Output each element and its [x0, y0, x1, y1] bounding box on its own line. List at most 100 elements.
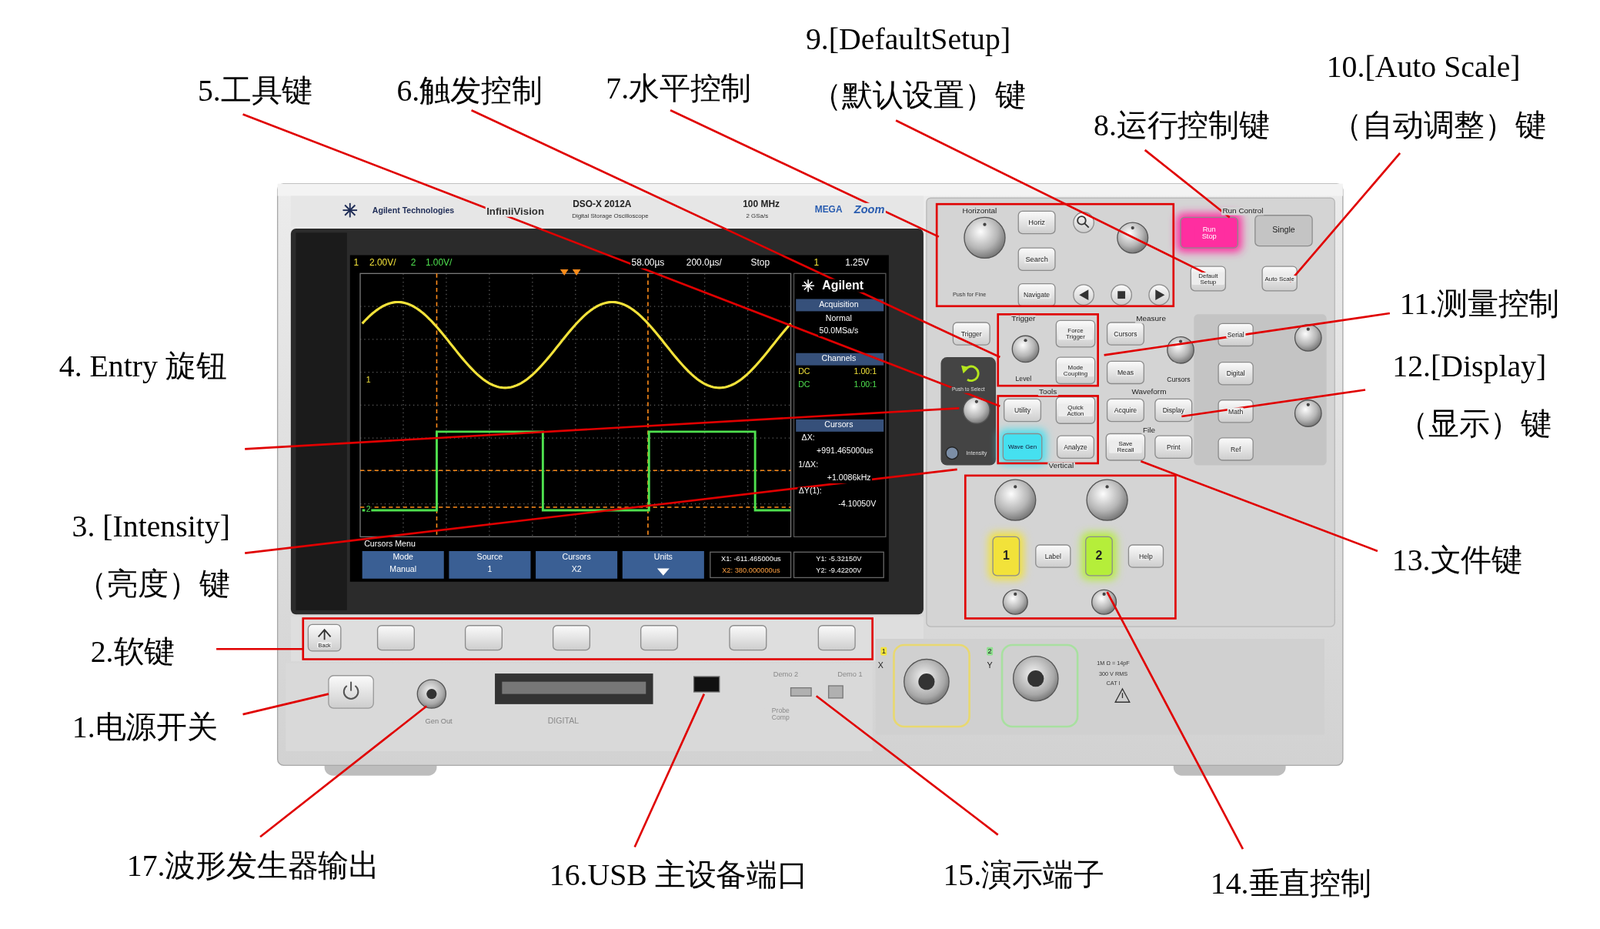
- push-button: [1218, 437, 1253, 461]
- rotary-knob: [1105, 484, 1109, 488]
- leader-line: [244, 469, 957, 554]
- push-button: [1004, 398, 1042, 421]
- button-legend: 1: [1002, 549, 1012, 563]
- button-legend: Analyze: [1062, 443, 1089, 451]
- button-legend: Quick Action: [1058, 404, 1093, 417]
- screen-readout: ΔX:: [800, 434, 816, 444]
- callout-label: 6.触发控制: [394, 73, 545, 107]
- callout-label: 1.电源开关: [70, 709, 220, 744]
- bnc-connector: [417, 679, 446, 709]
- screen-readout: X2: [570, 565, 583, 575]
- push-button: [1073, 212, 1095, 234]
- callout-box: [998, 313, 1099, 386]
- brand-text: MEGA: [813, 205, 843, 216]
- instrument-body: [277, 183, 1343, 776]
- push-button: [1107, 360, 1145, 384]
- rotary-knob: [1086, 479, 1128, 521]
- rotary-knob: [1306, 403, 1310, 407]
- panel-legend: Vertical: [1047, 461, 1075, 471]
- agilent-star: [801, 279, 815, 292]
- push-button: [1105, 434, 1145, 461]
- brand-text: Agilent Technologies: [370, 207, 455, 217]
- leader-line: [816, 695, 999, 835]
- leader-line: [1104, 313, 1390, 355]
- button-icon: [1118, 291, 1125, 298]
- leader-line: [1289, 153, 1400, 282]
- push-button: [1057, 435, 1095, 458]
- push-button: [1107, 322, 1145, 345]
- push-button: [377, 625, 415, 651]
- leader-line: [260, 706, 427, 838]
- push-button: [1018, 283, 1056, 307]
- rotary-knob: [1295, 324, 1322, 351]
- push-button: [553, 625, 591, 651]
- brand-text: Digital Storage Oscilloscope: [571, 213, 650, 221]
- push-button: [1176, 213, 1243, 252]
- push-button: [1107, 322, 1145, 345]
- push-button: [818, 625, 856, 651]
- push-button: [1180, 217, 1238, 248]
- callout-box: [936, 203, 1174, 307]
- button-legend: Force Trigger: [1058, 327, 1093, 341]
- panel-legend: 300 V RMS: [1098, 670, 1130, 677]
- push-button: [1004, 398, 1042, 421]
- brand-text: 100 MHz: [741, 200, 781, 211]
- screen-readout: 1.00:1: [852, 367, 878, 378]
- brand-text: DSO-X 2012A: [571, 200, 633, 211]
- rotary-knob: [995, 479, 1036, 521]
- rotary-knob: [975, 400, 979, 404]
- button-legend: Save Recall: [1108, 440, 1142, 454]
- push-button: [1262, 266, 1297, 291]
- rotary-knob: [964, 217, 1006, 258]
- callout-label: 10.[Auto Scale]: [1324, 49, 1523, 84]
- button-legend: 2: [1094, 549, 1104, 563]
- screen-display: [448, 551, 531, 579]
- callout-label: 5.工具键: [195, 73, 314, 107]
- leader-line: [471, 110, 1001, 358]
- panel-legend: Cursors: [1165, 375, 1192, 383]
- push-button: [1018, 283, 1056, 307]
- rotary-knob: [1013, 484, 1017, 488]
- callout-label: （默认设置）键: [808, 77, 1028, 112]
- button-legend: Run Stop: [1193, 225, 1225, 241]
- panel-legend: Level: [1014, 374, 1033, 382]
- push-button: [1002, 434, 1042, 461]
- push-button: [1107, 398, 1145, 421]
- push-button: [377, 625, 415, 651]
- demo-terminal: [828, 685, 844, 699]
- callout-label: 14.垂直控制: [1208, 865, 1373, 900]
- button-legend: Display: [1161, 406, 1186, 414]
- bnc-connector: [417, 656, 1059, 709]
- button-legend: Cursors: [1112, 330, 1139, 338]
- button-icon: [1080, 290, 1088, 300]
- screen-readout: X1: -611.465000us: [720, 554, 782, 563]
- agilent-star: [804, 281, 813, 291]
- rotary-knob: [1002, 589, 1028, 615]
- button-legend: Search: [1024, 255, 1049, 264]
- push-button: [1107, 398, 1145, 421]
- screen-grid: [661, 273, 662, 537]
- instrument-body: [926, 197, 1335, 627]
- callout-box: [998, 395, 1099, 464]
- button-icon: [1155, 290, 1163, 300]
- screen-display: [535, 551, 618, 579]
- push-button: [1018, 210, 1056, 234]
- screen-readout: 1/ΔX:: [797, 460, 820, 471]
- button-legend: Back: [317, 641, 332, 649]
- panel-legend: Push for Fine: [951, 292, 989, 298]
- screen-display: [362, 551, 445, 579]
- push-button: [307, 210, 1313, 651]
- screen-display: [795, 419, 884, 432]
- button-icon: [1084, 223, 1089, 228]
- callout-label: 13.文件键: [1389, 542, 1524, 577]
- screen-display: [794, 273, 886, 537]
- push-button: [1055, 397, 1095, 424]
- push-button: [1035, 544, 1071, 568]
- rotary-knob: [982, 223, 986, 227]
- bnc-connector: [1027, 670, 1044, 687]
- push-button: [1055, 320, 1095, 347]
- push-button: [1155, 398, 1193, 421]
- leader-line: [216, 110, 1400, 849]
